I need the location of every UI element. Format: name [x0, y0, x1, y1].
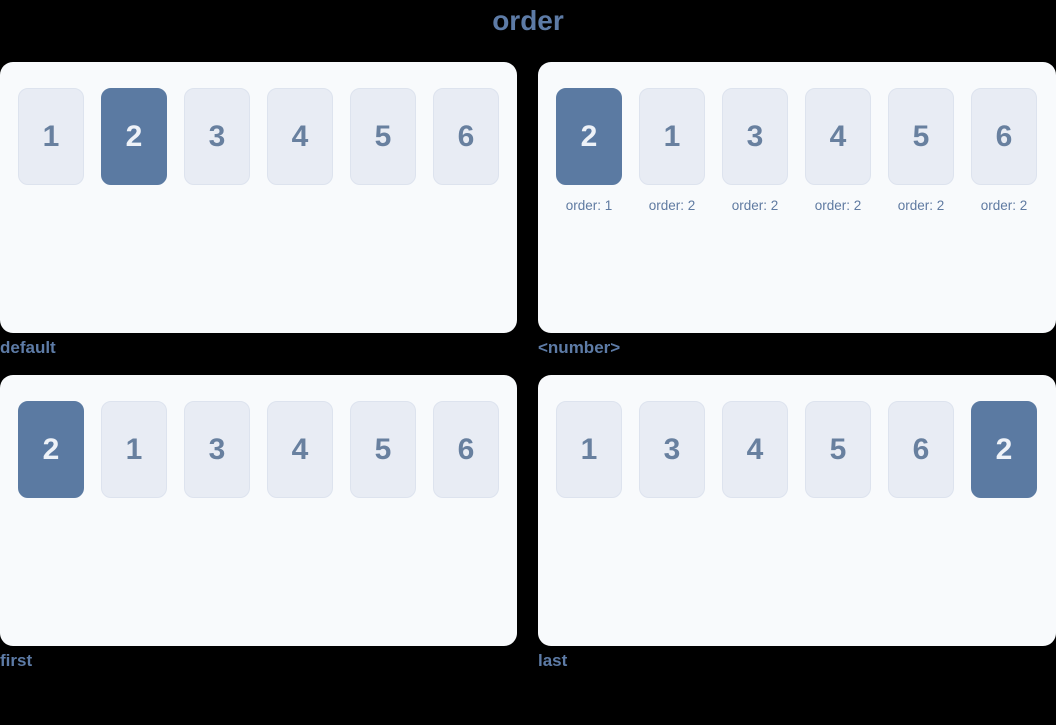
flex-item: 2 — [101, 88, 167, 185]
panel-label-number: <number> — [538, 338, 621, 357]
flex-item-box-highlighted: 2 — [556, 88, 622, 185]
order-value-label: order: 2 — [980, 198, 1028, 213]
order-value-label: order: 2 — [814, 198, 862, 213]
panel-label-first: first — [0, 651, 33, 670]
flex-item: 1 — [556, 401, 622, 498]
flex-item-box: 1 — [18, 88, 84, 185]
flex-item-box-highlighted: 2 — [18, 401, 84, 498]
flex-item: 3 order: 2 — [722, 88, 788, 213]
flex-item: 6 order: 2 — [971, 88, 1037, 213]
order-value-label: order: 2 — [648, 198, 696, 213]
flex-item: 6 — [433, 88, 499, 185]
flex-item-box: 4 — [267, 88, 333, 185]
panel-label-default: default — [0, 338, 56, 357]
flex-item: 4 — [267, 88, 333, 185]
order-value-label: order: 1 — [565, 198, 613, 213]
flex-item-box: 6 — [888, 401, 954, 498]
flex-item: 5 order: 2 — [888, 88, 954, 213]
panel-label-last: last — [538, 651, 568, 670]
flex-item: 3 — [184, 401, 250, 498]
demo-cell-number: 2 order: 1 1 order: 2 3 order: 2 4 order: 2 5 ord… — [538, 62, 1056, 358]
demo-panel-number: 2 order: 1 1 order: 2 3 order: 2 4 order: 2 5 ord… — [538, 62, 1056, 333]
flex-item: 2 order: 1 — [556, 88, 622, 213]
flex-item: 3 — [639, 401, 705, 498]
flex-item: 5 — [805, 401, 871, 498]
flex-item-box: 3 — [184, 401, 250, 498]
flex-item: 4 — [722, 401, 788, 498]
flex-item-box-highlighted: 2 — [971, 401, 1037, 498]
order-value-label: order: 2 — [731, 198, 779, 213]
flex-item-box: 5 — [888, 88, 954, 185]
flex-item: 2 — [18, 401, 84, 498]
flex-item: 1 — [101, 401, 167, 498]
order-value-label: order: 2 — [897, 198, 945, 213]
page-title: order — [492, 5, 564, 36]
flex-item-box: 3 — [722, 88, 788, 185]
flex-item-box: 1 — [101, 401, 167, 498]
flex-item-box: 6 — [433, 88, 499, 185]
flex-item: 2 — [971, 401, 1037, 498]
flex-item: 1 order: 2 — [639, 88, 705, 213]
flex-item: 4 — [267, 401, 333, 498]
flex-item-box: 5 — [350, 401, 416, 498]
flex-item-box: 3 — [639, 401, 705, 498]
flex-item-box: 4 — [267, 401, 333, 498]
flex-item: 4 order: 2 — [805, 88, 871, 213]
flex-item: 6 — [888, 401, 954, 498]
flex-item-box: 6 — [971, 88, 1037, 185]
flex-item: 5 — [350, 88, 416, 185]
flex-item-box: 3 — [184, 88, 250, 185]
flex-item-box: 5 — [350, 88, 416, 185]
flex-item-box: 6 — [433, 401, 499, 498]
flex-item-box-highlighted: 2 — [101, 88, 167, 185]
flex-item-box: 4 — [805, 88, 871, 185]
flex-item: 6 — [433, 401, 499, 498]
flex-item-box: 1 — [556, 401, 622, 498]
flex-item: 3 — [184, 88, 250, 185]
flex-item-box: 4 — [722, 401, 788, 498]
flex-item-box: 1 — [639, 88, 705, 185]
flex-container: 2 order: 1 1 order: 2 3 order: 2 4 order: 2 5 ord… — [556, 88, 1038, 213]
flex-item-box: 5 — [805, 401, 871, 498]
flex-item: 5 — [350, 401, 416, 498]
flex-item: 1 — [18, 88, 84, 185]
